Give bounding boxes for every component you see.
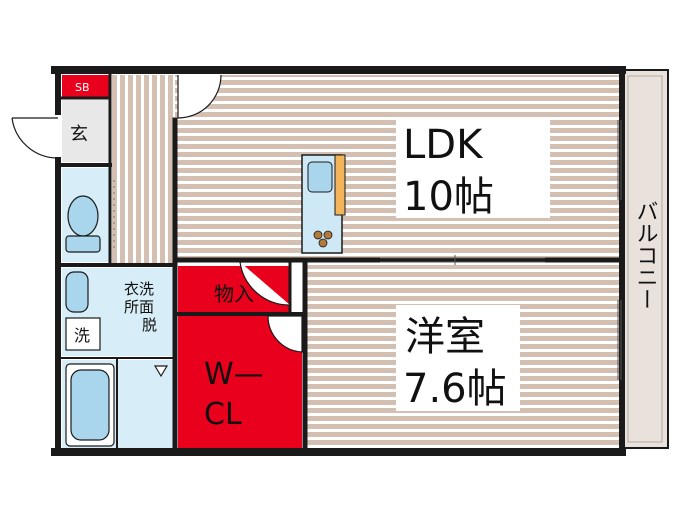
entrance-label: 玄 [70, 124, 88, 145]
dressing-label-2: 所面 [124, 298, 154, 316]
ldk-size-label: 10帖 [403, 174, 494, 220]
walls [51, 66, 626, 456]
wcl-line2-label: CL [204, 397, 242, 432]
washer-label: 洗 [74, 326, 90, 345]
sink-icon [65, 271, 89, 313]
shoebox-label: SB [75, 81, 90, 94]
western-size-label: 7.6帖 [403, 366, 507, 412]
kitchen-counter [301, 154, 346, 254]
ldk-name-label: LDK [403, 122, 484, 168]
shoebox [62, 75, 110, 97]
entrance-floor [62, 100, 110, 162]
bathtub-icon [65, 363, 115, 447]
toilet-icon [65, 195, 101, 253]
wcl-line1-label: W— [204, 357, 264, 392]
dressing-label-3: 脱 [142, 316, 157, 334]
storage-label: 物入 [214, 282, 254, 306]
window-markings [380, 120, 622, 380]
kitchen-sink-icon [307, 161, 333, 193]
dressing-label-1: 衣洗 [124, 280, 154, 298]
western-name-label: 洋室 [405, 314, 485, 360]
kitchen-stove-icon [313, 230, 333, 248]
doors [11, 74, 303, 378]
balcony-label: バルコニー [633, 200, 658, 310]
washer-box [65, 317, 101, 351]
hall-floor [110, 75, 175, 265]
